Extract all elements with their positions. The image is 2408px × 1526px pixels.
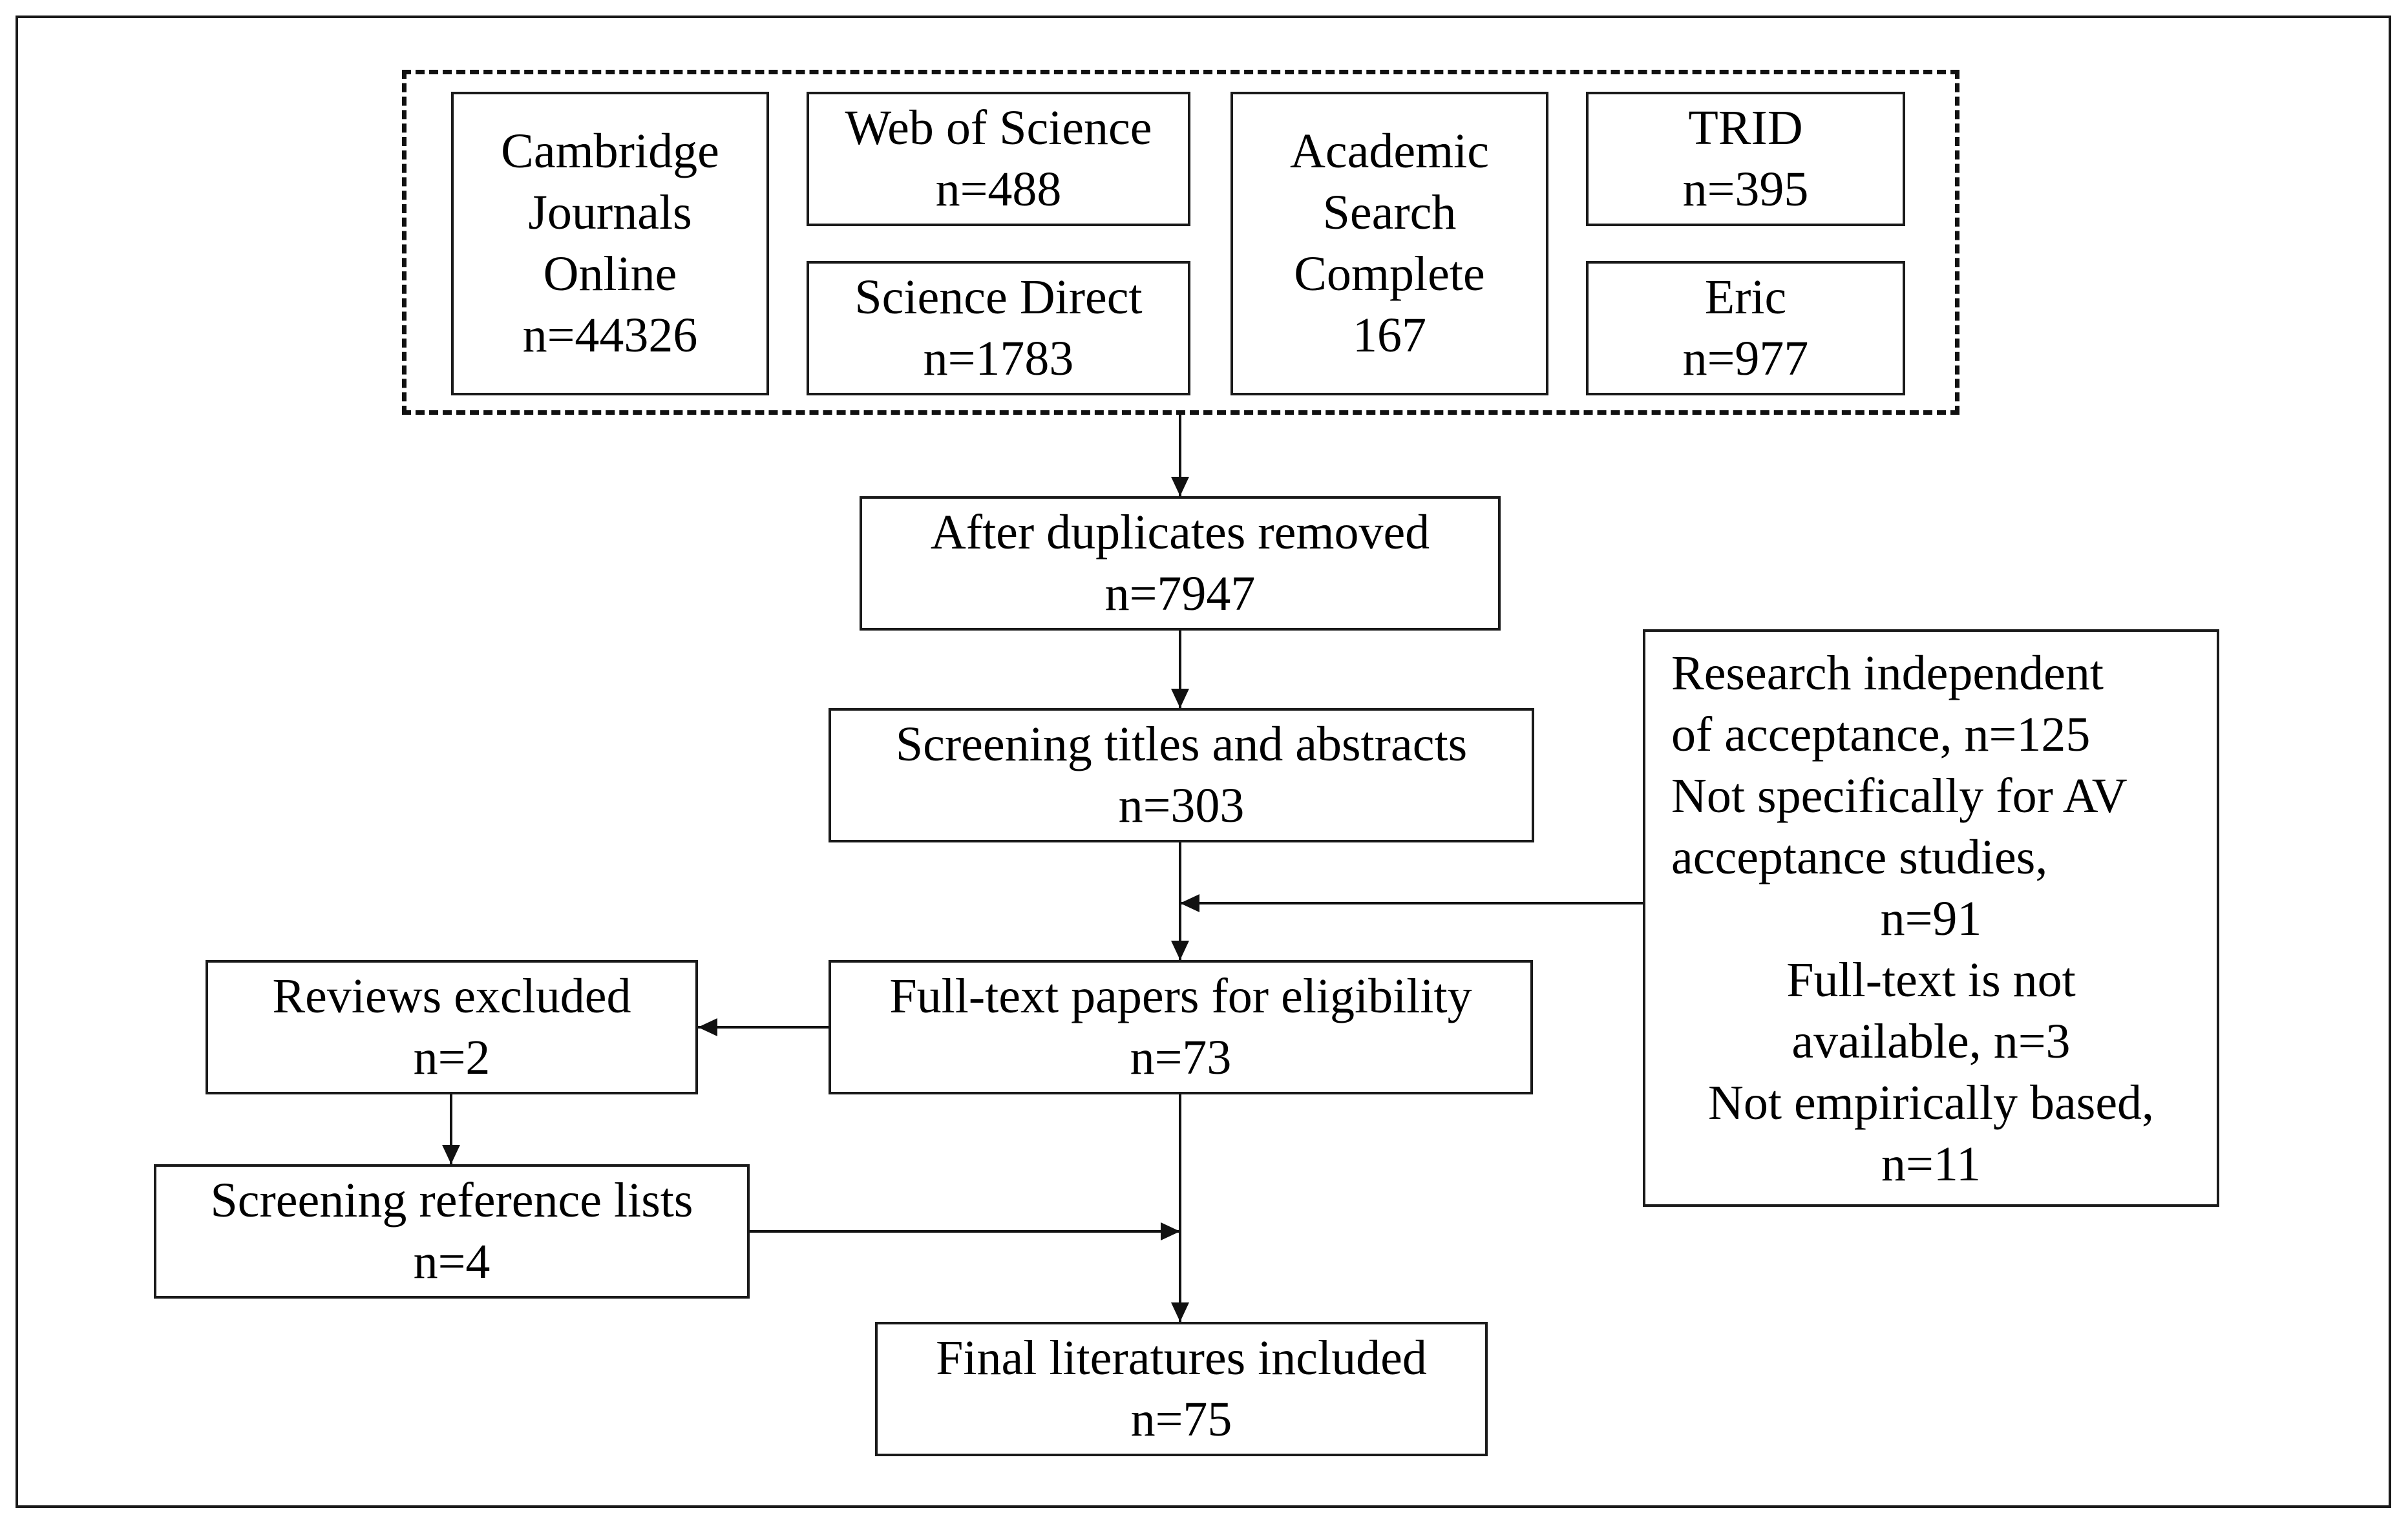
source-academic-count: 167: [1353, 308, 1426, 362]
step-screening-titles-count: n=303: [1118, 779, 1245, 833]
step-after-duplicates-label: After duplicates removed: [930, 505, 1430, 559]
box-reviews-excluded: Reviews excluded n=2: [206, 960, 698, 1094]
source-academic-line-2: Search: [1322, 185, 1457, 240]
step-after-duplicates-count: n=7947: [1104, 567, 1256, 621]
source-science-direct-count: n=1783: [923, 331, 1074, 386]
exclusion-line-3: Not specifically for AV: [1671, 768, 2128, 823]
source-trid: TRID n=395: [1586, 92, 1905, 226]
step-full-text-eligibility: Full-text papers for eligibility n=73: [829, 960, 1533, 1094]
outer-frame: [16, 16, 2391, 1508]
exclusion-line-7: available, n=3: [1791, 1014, 2071, 1069]
source-science-direct-label: Science Direct: [854, 270, 1143, 324]
step-after-duplicates-removed: After duplicates removed n=7947: [860, 496, 1501, 631]
box-exclusion-reasons: Research independent of acceptance, n=12…: [1643, 629, 2219, 1207]
exclusion-line-2: of acceptance, n=125: [1671, 707, 2091, 762]
exclusion-line-1: Research independent: [1671, 645, 2104, 700]
step-full-text-count: n=73: [1130, 1030, 1232, 1085]
source-cambridge-line-1: Cambridge: [501, 124, 719, 178]
exclusion-line-8: Not empirically based,: [1707, 1075, 2155, 1130]
box-screening-reference-lists: Screening reference lists n=4: [154, 1164, 750, 1299]
exclusion-line-4: acceptance studies,: [1671, 830, 2048, 884]
source-web-of-science-label: Web of Science: [845, 101, 1152, 155]
database-sources-group: [402, 70, 1959, 415]
source-eric-count: n=977: [1682, 331, 1809, 386]
step-screening-titles-label: Screening titles and abstracts: [895, 717, 1468, 771]
source-trid-count: n=395: [1682, 162, 1809, 216]
source-academic-line-1: Academic: [1289, 124, 1490, 178]
source-academic-search-complete: Academic Search Complete 167: [1230, 92, 1548, 395]
exclusion-line-6: Full-text is not: [1786, 952, 2076, 1007]
step-final-literatures-included: Final literatures included n=75: [875, 1322, 1488, 1456]
source-eric: Eric n=977: [1586, 261, 1905, 395]
source-trid-label: TRID: [1688, 101, 1803, 155]
source-cambridge-journals-online: Cambridge Journals Online n=44326: [451, 92, 769, 395]
step-screening-titles-abstracts: Screening titles and abstracts n=303: [829, 708, 1534, 842]
reviews-excluded-label: Reviews excluded: [272, 969, 631, 1023]
source-academic-line-3: Complete: [1294, 247, 1485, 301]
reviews-excluded-count: n=2: [413, 1030, 491, 1085]
source-web-of-science: Web of Science n=488: [807, 92, 1190, 226]
reference-lists-count: n=4: [413, 1235, 491, 1289]
exclusion-line-9: n=11: [1881, 1136, 1981, 1191]
source-cambridge-count: n=44326: [522, 308, 698, 362]
exclusion-line-5: n=91: [1880, 891, 1982, 946]
source-cambridge-line-2: Journals: [528, 185, 692, 240]
source-eric-label: Eric: [1704, 270, 1787, 324]
step-full-text-label: Full-text papers for eligibility: [889, 969, 1472, 1023]
source-web-of-science-count: n=488: [935, 162, 1062, 216]
step-final-count: n=75: [1130, 1392, 1232, 1447]
step-final-label: Final literatures included: [936, 1331, 1427, 1385]
source-science-direct: Science Direct n=1783: [807, 261, 1190, 395]
reference-lists-label: Screening reference lists: [210, 1173, 693, 1228]
source-cambridge-line-3: Online: [543, 247, 677, 301]
